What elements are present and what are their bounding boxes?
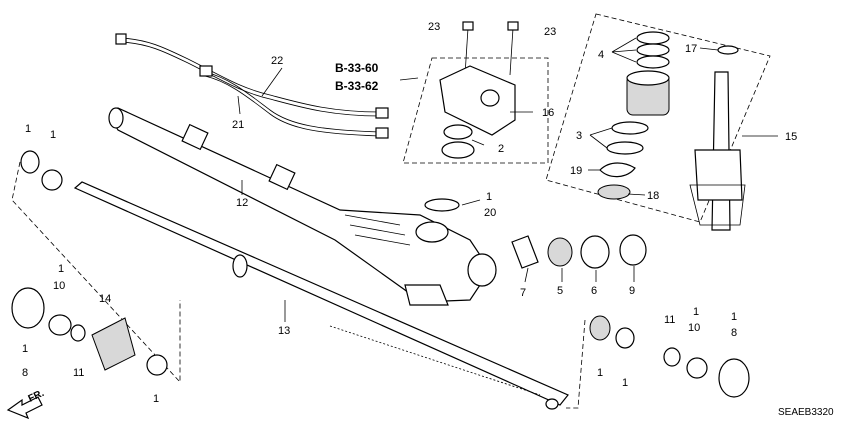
callout-14: 14	[99, 293, 111, 305]
callout-22: 22	[271, 55, 283, 67]
pinion-shaft	[689, 71, 746, 231]
callout-1-left-b: 1	[22, 343, 28, 355]
seal-1-right-b	[615, 327, 635, 349]
callout-1-right-b: 1	[622, 377, 628, 389]
callout-3: 3	[576, 130, 582, 142]
callout-15: 15	[785, 131, 797, 143]
callout-1-left-c: 1	[153, 393, 159, 405]
right-bracket-box	[566, 319, 586, 409]
callout-9: 9	[629, 285, 635, 297]
valve-body-assembly	[439, 21, 519, 159]
leader-lines	[237, 37, 778, 322]
callout-1-left-a: 1	[58, 263, 64, 275]
seal-1-left-c	[146, 354, 168, 376]
o-ring-1-top-a	[20, 150, 40, 174]
locknut-9	[619, 234, 647, 266]
feed-line-22	[115, 33, 389, 119]
callout-1-right-d: 1	[731, 311, 737, 323]
callout-8-left: 8	[22, 367, 28, 379]
gearbox-housing	[108, 107, 497, 306]
callout-1-right-a: 1	[597, 367, 603, 379]
callout-10-right: 10	[688, 322, 700, 334]
pinion-group-box	[545, 13, 771, 223]
washer-11-left	[70, 324, 86, 342]
bushing-18	[597, 184, 631, 200]
seal-19	[599, 162, 636, 178]
callout-17: 17	[685, 43, 697, 55]
tab-washer-10-left	[48, 314, 72, 336]
callout-7: 7	[520, 287, 526, 299]
callout-23-left: 23	[428, 21, 440, 33]
valve-group-box	[402, 57, 549, 164]
reference-b-33-60: B-33-60	[335, 61, 379, 75]
callout-19: 19	[570, 165, 582, 177]
callout-1-right-c: 1	[693, 306, 699, 318]
steering-rack	[73, 181, 569, 410]
band-8-left	[11, 287, 45, 329]
callout-23-right: 23	[544, 26, 556, 38]
seals-3	[606, 121, 649, 155]
left-bracket-box	[11, 161, 181, 384]
tab-washer-10-right	[686, 357, 708, 379]
callout-12: 12	[236, 197, 248, 209]
callout-4: 4	[598, 49, 604, 61]
callout-1-top-left-a: 1	[25, 123, 31, 135]
direction-label: FR.	[27, 388, 46, 405]
band-8-right	[718, 358, 750, 398]
callout-11-right: 11	[664, 314, 675, 326]
diagram-code: SEAEB3320	[778, 407, 834, 418]
callout-16: 16	[542, 107, 554, 119]
callout-1-mid: 1	[486, 191, 492, 203]
callout-11-left: 11	[73, 367, 84, 379]
callout-13: 13	[278, 325, 290, 337]
callout-21: 21	[232, 119, 244, 131]
callout-2: 2	[498, 143, 504, 155]
callout-18: 18	[647, 190, 659, 202]
boot-14	[91, 317, 136, 371]
rack-guide-7	[511, 235, 539, 269]
callout-6: 6	[591, 285, 597, 297]
spring-5	[547, 237, 573, 267]
front-direction-arrow	[6, 396, 43, 420]
guide-screw-6	[580, 235, 610, 269]
washer-17	[717, 45, 739, 55]
seal-1-top-b	[41, 169, 63, 191]
callout-5: 5	[557, 285, 563, 297]
bushing-1-right-a	[589, 315, 611, 341]
callout-10-left: 10	[53, 280, 65, 292]
reference-b-33-62: B-33-62	[335, 79, 379, 93]
feed-line-21	[199, 65, 389, 139]
callout-8-right: 8	[731, 327, 737, 339]
seals-4	[626, 31, 670, 116]
washer-11-right	[663, 347, 681, 367]
callout-20: 20	[484, 207, 496, 219]
o-ring-20	[424, 198, 460, 212]
callout-1-top-left-b: 1	[50, 129, 56, 141]
